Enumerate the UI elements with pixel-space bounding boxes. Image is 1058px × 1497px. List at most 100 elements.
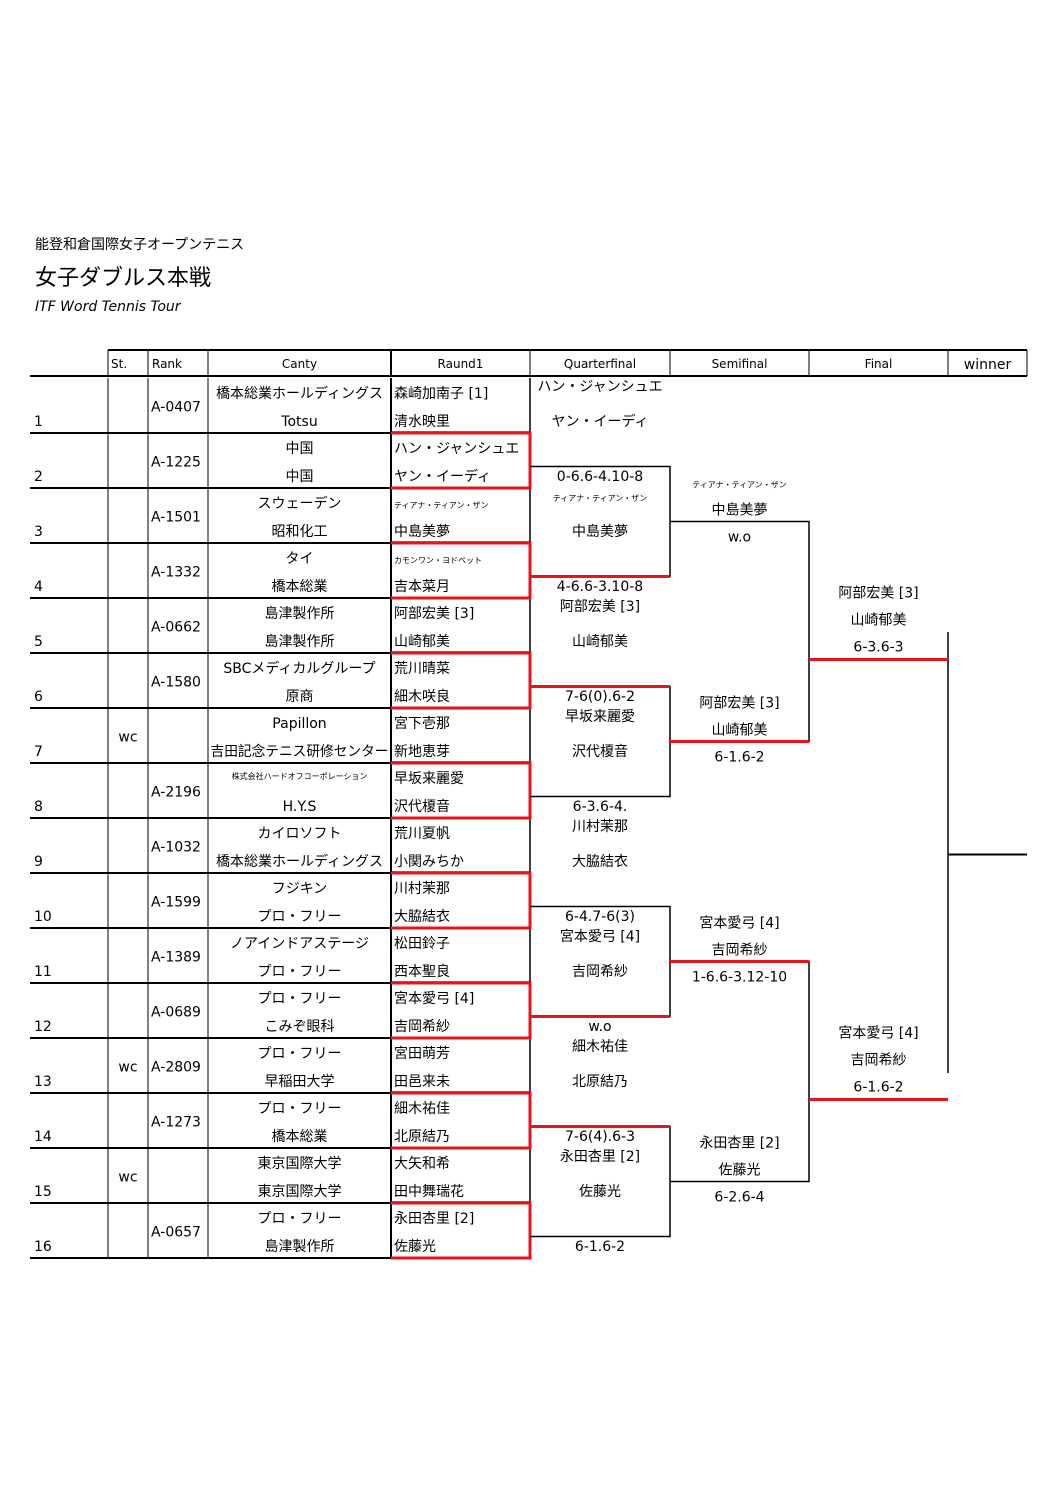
- status-wc: wc: [118, 1060, 137, 1076]
- final-player-name: 山崎郁美: [851, 613, 907, 629]
- player-name: ヤン・イーディ: [394, 468, 491, 485]
- qf-score: 6-1.6-2: [575, 1239, 625, 1255]
- qf-player-name: 山崎郁美: [572, 634, 628, 650]
- player-name: 細木咲良: [394, 689, 450, 705]
- player-name: 山崎郁美: [394, 634, 450, 650]
- club-name: 昭和化工: [272, 524, 328, 540]
- final-player-name: 阿部宏美 [3]: [838, 586, 918, 602]
- qf-score: 6-4.7-6(3): [565, 909, 635, 925]
- club-name: プロ・フリー: [258, 1101, 342, 1117]
- status-wc: wc: [118, 1170, 137, 1186]
- rank-code: A-2196: [151, 785, 201, 801]
- club-name: ノアインドアステージ: [230, 936, 369, 952]
- qf-player-name: 大脇結衣: [572, 854, 628, 870]
- draw-position: 3: [34, 524, 43, 540]
- col-header-final: Final: [865, 357, 893, 371]
- draw-position: 11: [34, 964, 52, 980]
- qf-score: 7-6(4).6-3: [565, 1129, 635, 1145]
- club-name: Papillon: [272, 716, 326, 732]
- r1-winner-bracket: [391, 871, 532, 930]
- r1-winner-bracket: [391, 761, 532, 820]
- sf-player-name: 佐藤光: [719, 1163, 761, 1179]
- club-name: 橋本総業: [272, 579, 328, 595]
- qf-score: 4-6.6-3.10-8: [557, 579, 643, 595]
- col-header-round1: Raund1: [438, 357, 484, 371]
- rank-code: A-2809: [151, 1060, 201, 1076]
- qf-player-name: 宮本愛弓 [4]: [560, 929, 640, 945]
- club-name: タイ: [286, 551, 314, 567]
- player-name: ティアナ・ティアン・ザン: [394, 501, 489, 510]
- player-name: 早坂来麗愛: [394, 771, 464, 787]
- qf-score: w.o: [588, 1019, 611, 1035]
- final-player-name: 宮本愛弓 [4]: [838, 1026, 918, 1042]
- sf-score: w.o: [728, 530, 751, 546]
- club-name: 中国: [286, 441, 314, 457]
- qf-player-name: 永田杏里 [2]: [560, 1149, 640, 1165]
- r1-winner-bracket: [391, 541, 532, 600]
- r1-winner-bracket: [391, 651, 532, 710]
- club-name: プロ・フリー: [258, 964, 342, 980]
- draw-position: 5: [34, 634, 43, 650]
- club-name: 橋本総業ホールディングス: [216, 385, 383, 402]
- draw-position: 10: [34, 909, 52, 925]
- player-name: 西本聖良: [394, 964, 450, 980]
- player-name: 佐藤光: [394, 1239, 436, 1255]
- qf-player-name: 阿部宏美 [3]: [560, 599, 640, 615]
- player-name: 荒川夏帆: [394, 826, 450, 842]
- qf-player-name: 吉岡希紗: [572, 964, 628, 980]
- club-name: 東京国際大学: [258, 1184, 342, 1200]
- col-header-winner: winner: [964, 357, 1012, 373]
- club-name: 島津製作所: [265, 634, 335, 650]
- club-name: 東京国際大学: [258, 1156, 342, 1172]
- draw-position: 15: [34, 1184, 52, 1200]
- rank-code: A-0662: [151, 620, 201, 636]
- col-header-st: St.: [111, 357, 127, 371]
- rank-code: A-1225: [151, 455, 201, 471]
- rank-code: A-1273: [151, 1115, 201, 1131]
- rank-code: A-1389: [151, 950, 201, 966]
- club-name: プロ・フリー: [258, 1211, 342, 1227]
- final-score: 6-1.6-2: [853, 1080, 903, 1096]
- sf-player-name: 永田杏里 [2]: [699, 1136, 779, 1152]
- club-name: 島津製作所: [265, 1239, 335, 1255]
- player-name: 沢代榎音: [394, 798, 450, 815]
- draw-position: 13: [34, 1074, 52, 1090]
- rank-code: A-0689: [151, 1005, 201, 1021]
- player-name: 森崎加南子 [1]: [394, 386, 488, 402]
- player-name: カモンワン・ヨドペット: [394, 556, 482, 565]
- club-name: 吉田記念テニス研修センター: [211, 743, 389, 760]
- player-name: 阿部宏美 [3]: [394, 606, 474, 622]
- qf-player-name: 細木祐佳: [572, 1039, 628, 1055]
- draw-position: 8: [34, 799, 43, 815]
- r1-winner-bracket: [391, 1091, 532, 1150]
- club-name: H.Y.S: [283, 799, 317, 815]
- club-name: プロ・フリー: [258, 1046, 342, 1062]
- r1-winner-bracket: [391, 1201, 532, 1260]
- sf-player-name: 吉岡希紗: [712, 943, 768, 959]
- club-name: SBCメディカルグループ: [223, 660, 375, 677]
- draw-position: 16: [34, 1239, 52, 1255]
- player-name: 新地恵芽: [394, 744, 450, 760]
- club-name: プロ・フリー: [258, 909, 342, 925]
- player-name: 中島美夢: [394, 524, 450, 540]
- qf-player-name: ヤン・イーディ: [551, 413, 648, 430]
- sf-score: 6-1.6-2: [714, 750, 764, 766]
- col-header-semifinal: Semifinal: [712, 357, 768, 371]
- qf-player-name: 中島美夢: [572, 524, 628, 540]
- club-name: こみぞ眼科: [265, 1019, 335, 1035]
- player-name: 吉本菜月: [394, 579, 450, 595]
- club-name: 株式会社ハードオフコーポレーション: [232, 771, 368, 781]
- player-name: 永田杏里 [2]: [394, 1211, 474, 1227]
- club-name: 橋本総業ホールディングス: [216, 853, 383, 870]
- rank-code: A-1332: [151, 565, 201, 581]
- qf-score: 7-6(0).6-2: [565, 689, 635, 705]
- sf-player-name: ティアナ・ティアン・ザン: [692, 481, 787, 490]
- r1-winner-bracket: [391, 981, 532, 1040]
- club-name: カイロソフト: [258, 826, 342, 842]
- player-name: 田邑来未: [394, 1074, 450, 1090]
- tour-name: ITF Word Tennis Tour: [35, 299, 181, 315]
- col-header-rank: Rank: [152, 357, 182, 371]
- final-player-name: 吉岡希紗: [851, 1053, 907, 1069]
- player-name: 荒川晴菜: [394, 661, 450, 677]
- club-name: 中国: [286, 469, 314, 485]
